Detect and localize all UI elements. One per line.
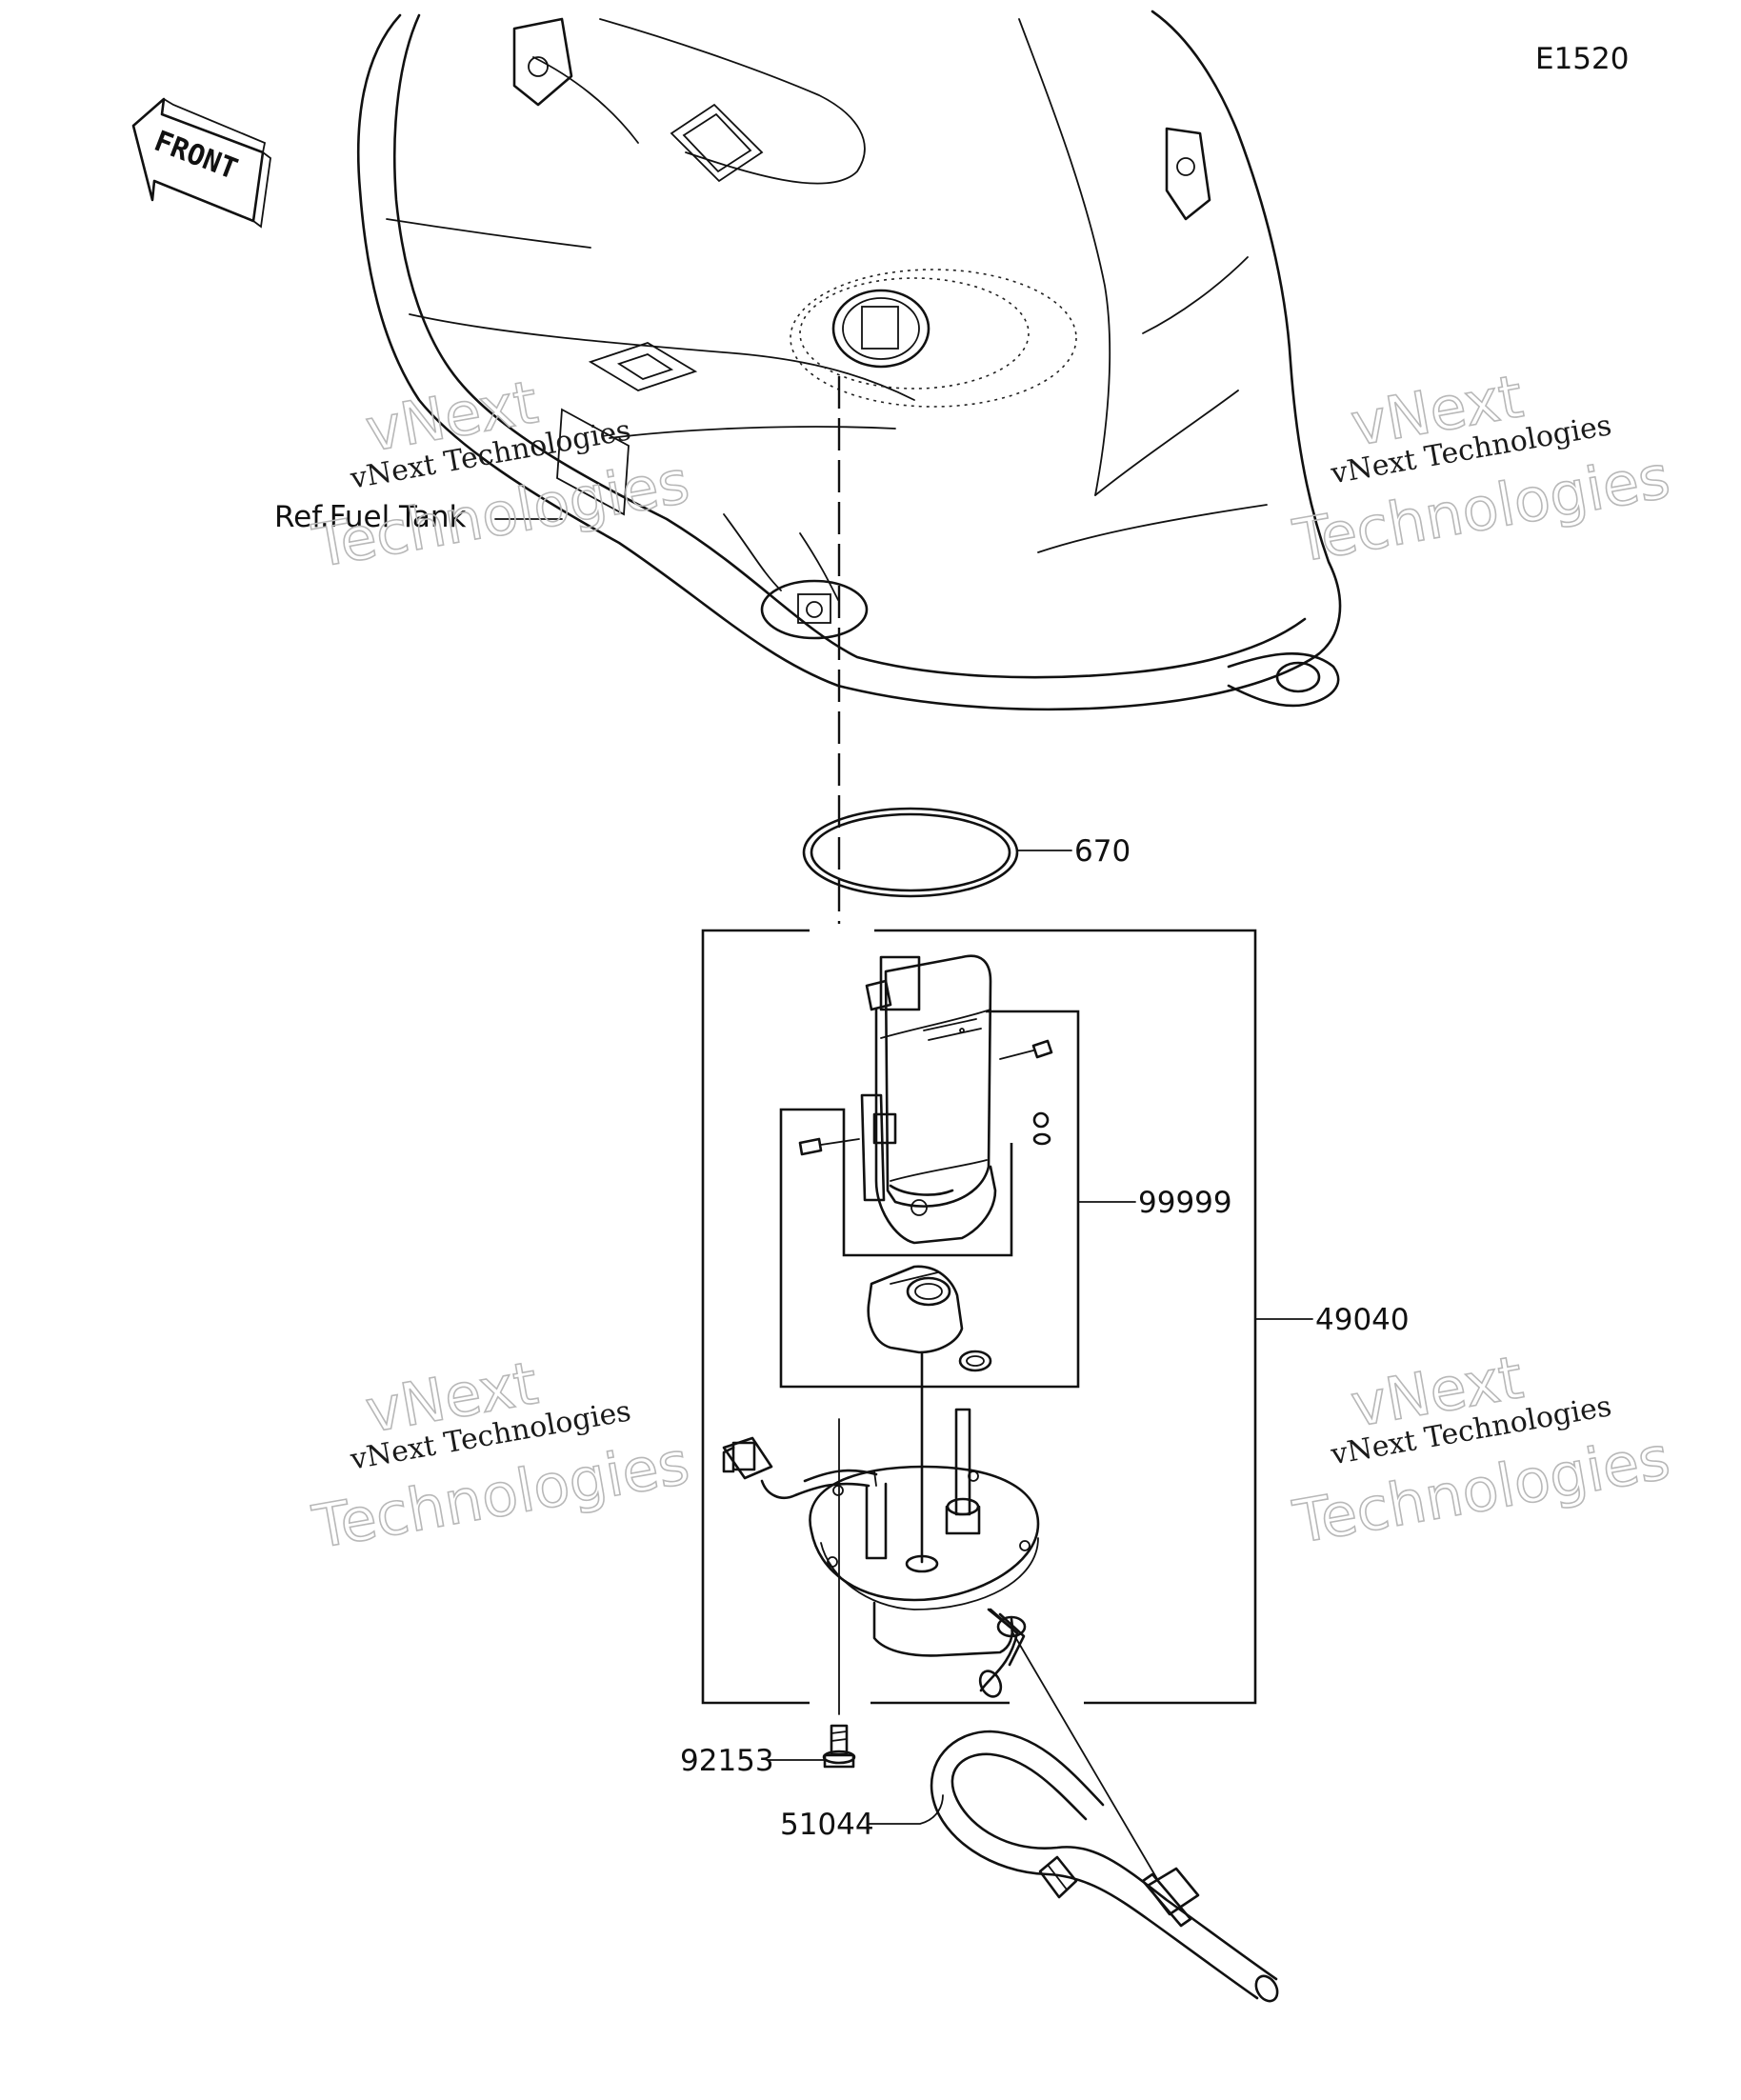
- filter-block-illustration: [867, 1265, 992, 1372]
- watermark-top-right: vNext vNext Technologies Technologies: [1288, 360, 1675, 576]
- assembly-box-49040: [701, 929, 1257, 1705]
- pump-flange-illustration: [722, 1350, 1040, 1698]
- o-ring-670: [802, 807, 1019, 898]
- watermark-bottom-left: vNext vNext Technologies Technologies: [307, 1348, 694, 1563]
- fuel-hose-51044: [930, 1630, 1279, 2003]
- fuel-tank-illustration: [356, 10, 1342, 711]
- front-arrow-icon: FRONT: [131, 97, 271, 229]
- part-number-51044: 51044: [780, 1808, 874, 1842]
- part-number-670: 670: [1074, 834, 1131, 869]
- part-number-49040: 49040: [1315, 1303, 1410, 1337]
- front-label: FRONT: [150, 125, 242, 187]
- sub-assembly-box-99999: [779, 1010, 1080, 1389]
- part-number-92153: 92153: [680, 1744, 774, 1778]
- bolt-92153: [822, 1724, 856, 1769]
- part-number-99999: 99999: [1138, 1186, 1232, 1220]
- fuel-pump-illustration: [798, 954, 1053, 1245]
- watermark-bottom-right: vNext vNext Technologies Technologies: [1288, 1341, 1675, 1557]
- watermark-top-left: vNext vNext Technologies Technologies: [307, 367, 694, 582]
- diagram-code: E1520: [1535, 42, 1629, 76]
- leader-51044: [868, 1794, 944, 1825]
- reference-fuel-tank-label: Ref.Fuel Tank: [274, 500, 467, 534]
